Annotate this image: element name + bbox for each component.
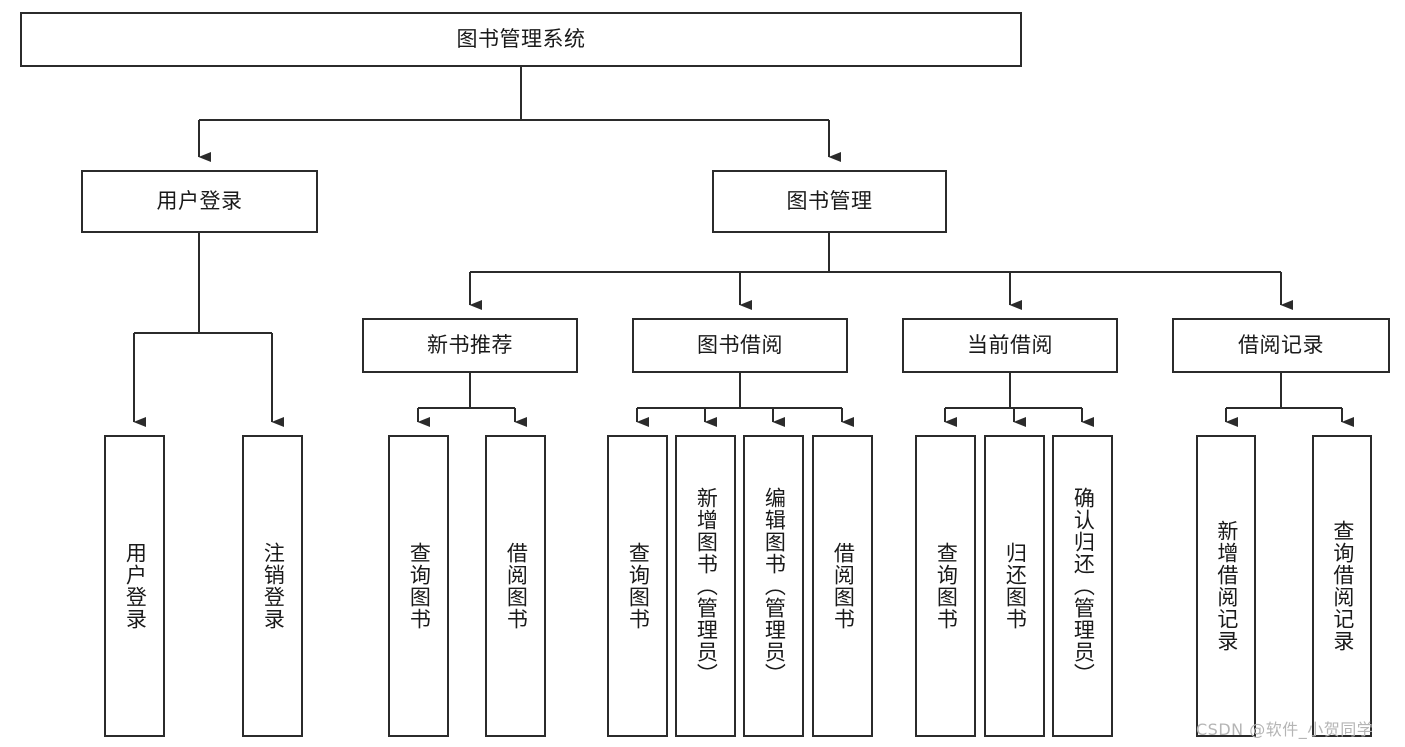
node-new-book-recommend-label: 新书推荐: [427, 332, 513, 357]
leaf-current-confirm-return[interactable]: 确认归还（管理员）: [1052, 435, 1113, 737]
node-borrow-record[interactable]: 借阅记录: [1172, 318, 1390, 373]
leaf-record-query[interactable]: 查询借阅记录: [1312, 435, 1372, 737]
node-user-login-label: 用户登录: [156, 188, 243, 213]
node-book-borrow[interactable]: 图书借阅: [632, 318, 848, 373]
node-new-book-recommend[interactable]: 新书推荐: [362, 318, 578, 373]
leaf-current-return-book[interactable]: 归还图书: [984, 435, 1045, 737]
node-root[interactable]: 图书管理系统: [20, 12, 1022, 67]
leaf-borrow-borrow-book[interactable]: 借阅图书: [812, 435, 873, 737]
node-current-borrow[interactable]: 当前借阅: [902, 318, 1118, 373]
leaf-borrow-edit-book[interactable]: 编辑图书（管理员）: [743, 435, 804, 737]
node-user-login[interactable]: 用户登录: [81, 170, 318, 233]
leaf-borrow-query-book[interactable]: 查询图书: [607, 435, 668, 737]
node-root-label: 图书管理系统: [456, 26, 586, 51]
node-current-borrow-label: 当前借阅: [967, 332, 1053, 357]
node-book-borrow-label: 图书借阅: [697, 332, 783, 357]
node-borrow-record-label: 借阅记录: [1238, 332, 1324, 357]
leaf-record-add[interactable]: 新增借阅记录: [1196, 435, 1256, 737]
leaf-user-login[interactable]: 用户登录: [104, 435, 165, 737]
node-book-manage-label: 图书管理: [786, 188, 873, 213]
node-book-manage[interactable]: 图书管理: [712, 170, 947, 233]
csdn-watermark: CSDN @软件_小贺同学: [1196, 720, 1374, 739]
leaf-borrow-add-book[interactable]: 新增图书（管理员）: [675, 435, 736, 737]
leaf-recommend-borrow-book[interactable]: 借阅图书: [485, 435, 546, 737]
leaf-current-query-book[interactable]: 查询图书: [915, 435, 976, 737]
leaf-recommend-query-book[interactable]: 查询图书: [388, 435, 449, 737]
leaf-user-logout[interactable]: 注销登录: [242, 435, 303, 737]
